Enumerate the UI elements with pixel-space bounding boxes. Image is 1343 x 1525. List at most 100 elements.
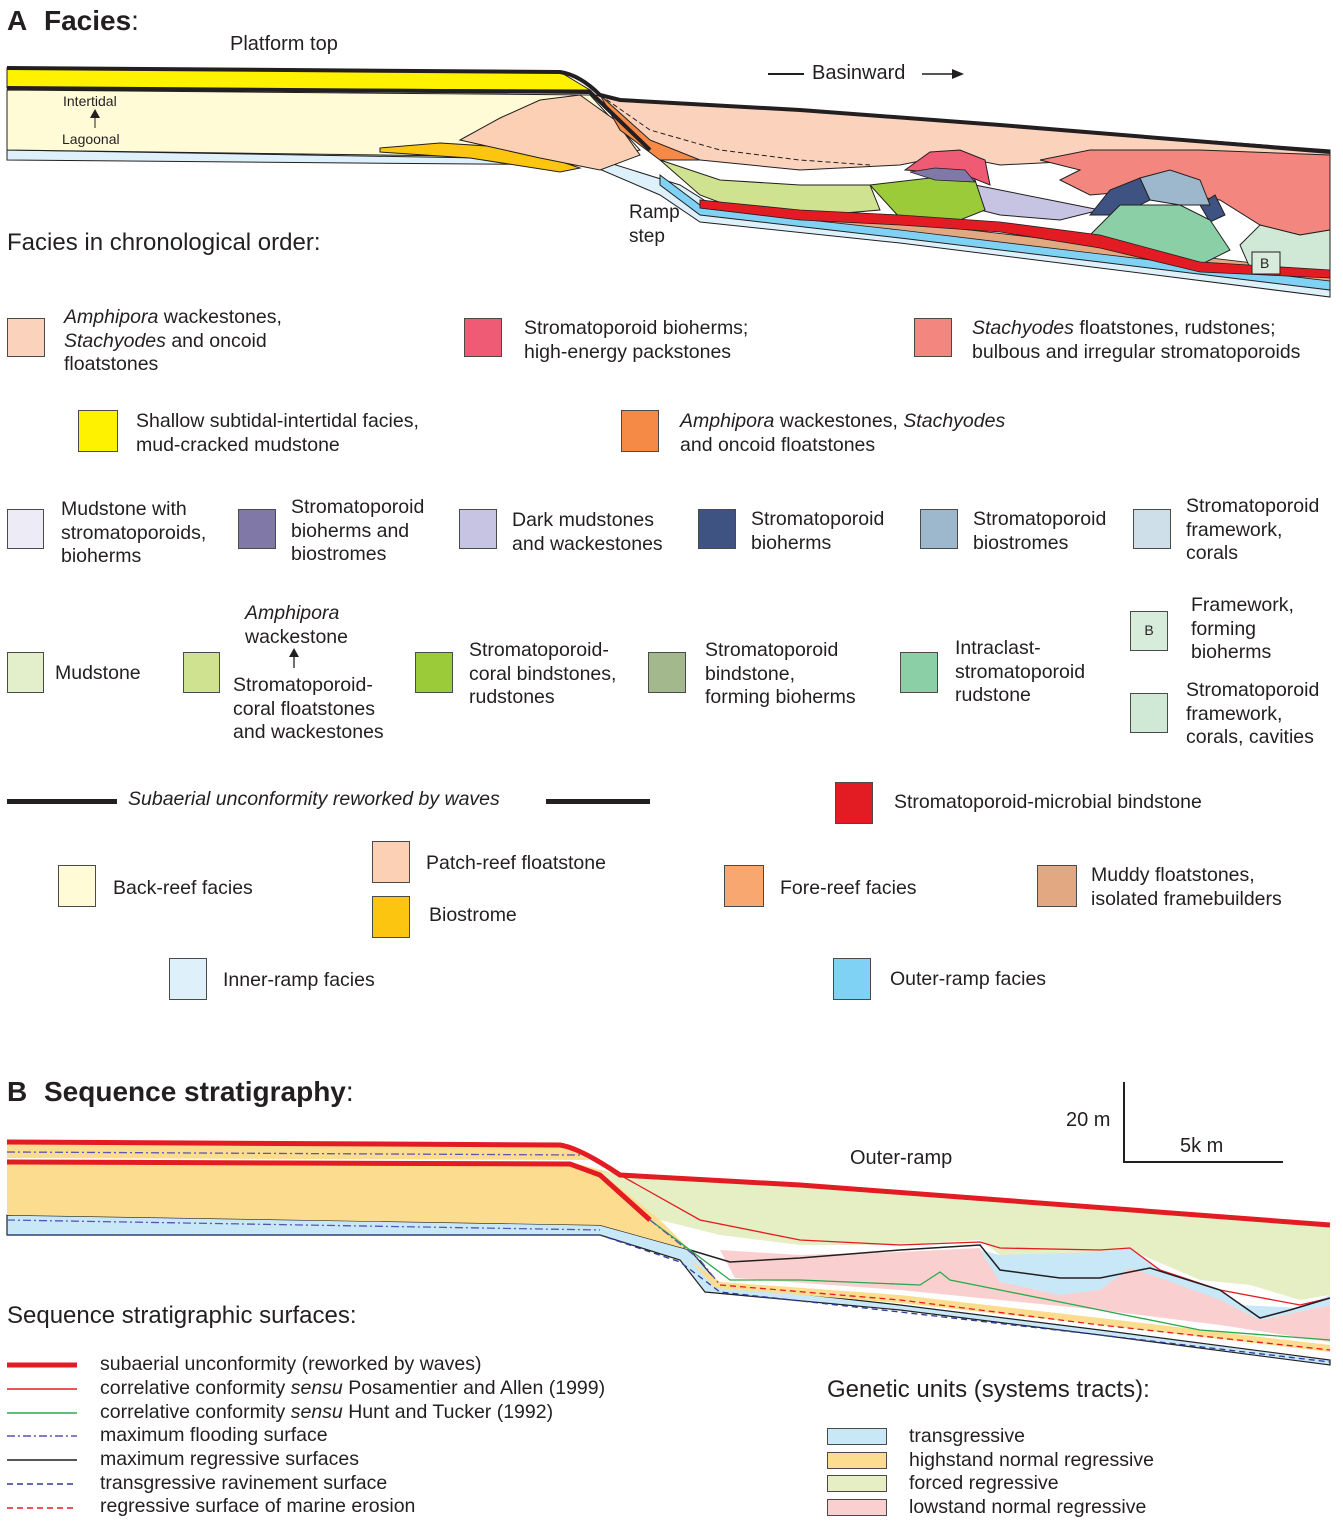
label-biostrome: Biostrome bbox=[429, 904, 517, 926]
outer-ramp-label: Outer-ramp bbox=[850, 1147, 953, 1169]
swatch-strom-biostromes bbox=[920, 509, 958, 549]
transgressive-patch bbox=[980, 1248, 1330, 1320]
panel-b-title: Sequence stratigraphy: bbox=[44, 1076, 354, 1107]
surface-black-mrs bbox=[689, 1244, 1331, 1319]
label-outerramp: Outer-ramp facies bbox=[890, 968, 1047, 990]
unit-label-transgressive: transgressive bbox=[909, 1425, 1025, 1447]
scale-horizontal-label: 5k m bbox=[1180, 1135, 1224, 1157]
unit-label-lowstand: lowstand normal regressive bbox=[909, 1496, 1147, 1518]
chrono-title: Facies in chronological order: bbox=[7, 229, 321, 256]
basinward-line bbox=[768, 73, 804, 75]
swatch-dark-mud bbox=[459, 509, 497, 549]
microbial-bindstone-layer bbox=[699, 199, 1331, 279]
surface-red-thin bbox=[619, 1174, 1331, 1306]
strom-coral-floatstone-layer bbox=[659, 159, 881, 216]
swatch-strom-coral-bind bbox=[415, 652, 453, 693]
scale-vertical-label: 20 m bbox=[1066, 1109, 1111, 1131]
label-amphipora-1: Amphipora wackestones, Stachyodes and on… bbox=[64, 306, 282, 375]
ramp-step-label-1: Ramp bbox=[629, 202, 680, 223]
surfaces-legend-lines bbox=[7, 1362, 77, 1509]
lagoonal-label: Lagoonal bbox=[62, 131, 120, 147]
basinward-arrow-icon bbox=[922, 69, 964, 79]
label-strom-bioherms-he: Stromatoporoid bioherms; high-energy pac… bbox=[524, 317, 749, 363]
intertidal-label: Intertidal bbox=[63, 93, 117, 109]
unconformity-line-right bbox=[546, 799, 650, 804]
unconformity-line-top bbox=[6, 66, 1331, 154]
label-backreef: Back-reef facies bbox=[113, 877, 253, 899]
strom-bio-bios-layer bbox=[909, 167, 976, 183]
surface-green bbox=[649, 1219, 1331, 1341]
surface-ravinement bbox=[7, 1234, 1331, 1363]
label-muddyfloat: Muddy floatstones,isolated framebuilders bbox=[1091, 864, 1282, 910]
surface-label-2: correlative conformity sensu Posamentier… bbox=[100, 1377, 606, 1399]
fore-reef-dashed bbox=[599, 94, 871, 166]
units-title: Genetic units (systems tracts): bbox=[827, 1376, 1150, 1403]
swatch-amphipora-1 bbox=[7, 318, 45, 357]
scale-bar-horizontal bbox=[1123, 1161, 1283, 1163]
unit-label-highstand: highstand normal regressive bbox=[909, 1449, 1154, 1471]
label-unconformity: Subaerial unconformity reworked by waves bbox=[128, 788, 500, 810]
swatch-microbial bbox=[835, 782, 873, 824]
framework-marker-b: B bbox=[1260, 255, 1270, 271]
surface-label-1: subaerial unconformity (reworked by wave… bbox=[100, 1353, 482, 1375]
unconformity-line-left bbox=[7, 799, 117, 804]
swatch-framework-cavities bbox=[1130, 693, 1168, 733]
surface-label-7: regressive surface of marine erosion bbox=[100, 1495, 416, 1517]
swatch-strom-bio-bios bbox=[238, 509, 276, 549]
unit-swatch-highstand bbox=[827, 1452, 887, 1469]
swatch-biostrome bbox=[372, 896, 410, 938]
panel-a-letter: A bbox=[7, 5, 28, 36]
fore-reef-layer bbox=[599, 94, 701, 161]
label-patchreef: Patch-reef floatstone bbox=[426, 852, 606, 874]
arrow-up-icon bbox=[289, 648, 299, 668]
scale-bar-vertical bbox=[1123, 1082, 1125, 1162]
unit-swatch-forced bbox=[827, 1475, 887, 1492]
label-strom-coral-bind: Stromatoporoid-coral bindstones,rudstone… bbox=[469, 639, 617, 708]
label-shallow: Shallow subtidal-intertidal facies, mud-… bbox=[136, 410, 419, 456]
swatch-strom-bioherms bbox=[698, 509, 736, 549]
swatch-framework-b: B bbox=[1130, 611, 1168, 651]
swatch-amph-wack bbox=[183, 652, 220, 693]
panel-b-letter: B bbox=[7, 1076, 28, 1107]
forced-regressive-unit bbox=[600, 1172, 1330, 1300]
strom-coral-bindstone-layer bbox=[868, 177, 986, 221]
unit-swatch-lowstand bbox=[827, 1499, 887, 1516]
unit-label-forced: forced regressive bbox=[909, 1472, 1059, 1494]
swatch-amphipora-2 bbox=[621, 410, 659, 452]
swatch-intraclast bbox=[900, 652, 938, 693]
sequence-cross-section bbox=[6, 1139, 1331, 1366]
strom-biostrome-layer bbox=[1139, 169, 1211, 206]
surface-label-5: maximum regressive surfaces bbox=[100, 1448, 359, 1470]
swatch-strom-bioherms-he bbox=[464, 318, 502, 357]
swatch-shallow bbox=[78, 410, 118, 452]
surface-rsme bbox=[719, 1284, 1331, 1351]
label-amph-wack-top: Amphipora wackestone bbox=[245, 602, 348, 648]
panel-a-title: Facies: bbox=[44, 5, 139, 36]
basinward-label: Basinward bbox=[812, 62, 906, 84]
facies-cross-section bbox=[6, 66, 1331, 298]
label-stachyodes: Stachyodes floatstones, rudstones; bulbo… bbox=[972, 317, 1301, 363]
highstand-unit bbox=[7, 1160, 690, 1250]
label-amphipora-2: Amphipora wackestones, Stachyodes and on… bbox=[680, 410, 1006, 456]
unconformity-line-lower bbox=[6, 86, 652, 152]
swatch-outerramp bbox=[833, 958, 871, 1000]
inner-ramp-layer bbox=[6, 149, 1331, 298]
highstand-lower-strip bbox=[690, 1260, 1330, 1352]
platform-top-label: Platform top bbox=[230, 33, 338, 55]
surfaces-title: Sequence stratigraphic surfaces: bbox=[7, 1302, 357, 1329]
surface-red-top bbox=[6, 1139, 1331, 1228]
swatch-patchreef bbox=[372, 841, 410, 883]
label-microbial: Stromatoporoid-microbial bindstone bbox=[894, 791, 1202, 813]
surface-label-3: correlative conformity sensu Hunt and Tu… bbox=[100, 1401, 554, 1423]
label-innerramp: Inner-ramp facies bbox=[223, 969, 375, 991]
swatch-innerramp bbox=[169, 958, 207, 1000]
